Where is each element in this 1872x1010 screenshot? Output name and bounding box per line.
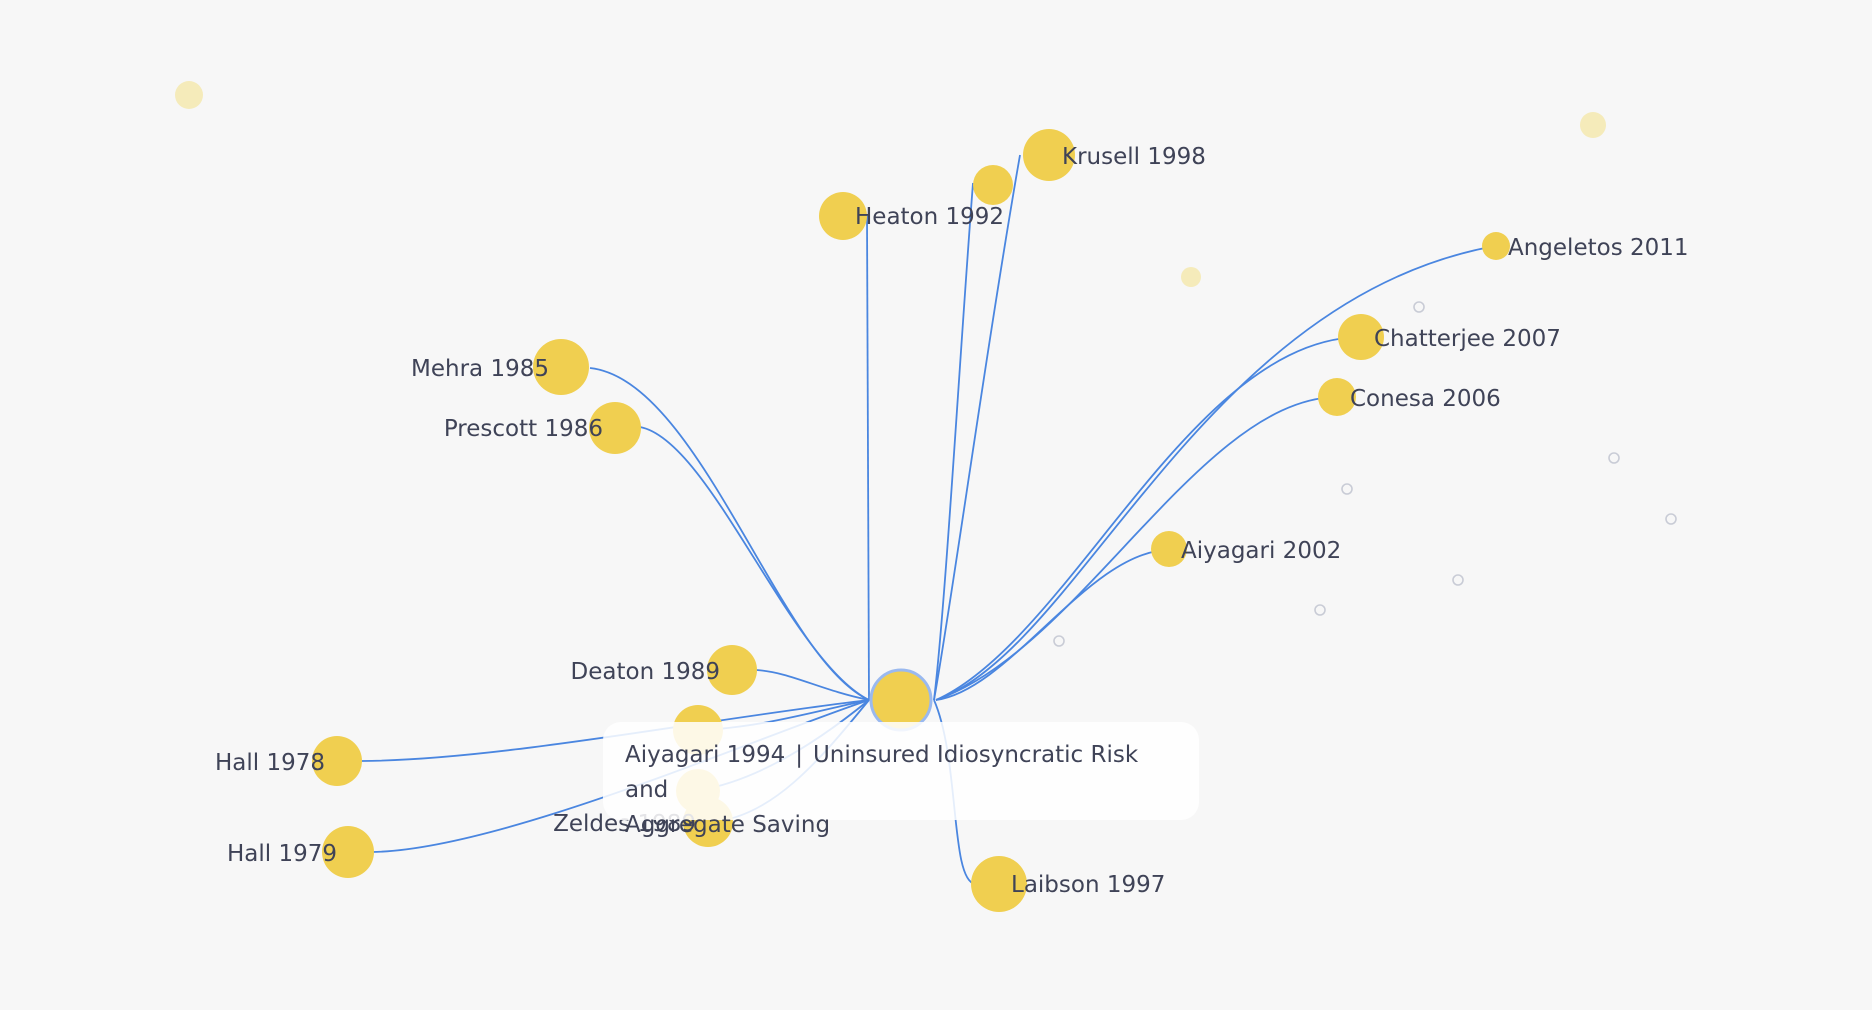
- edge-node-unlabeled-top: [933, 182, 974, 701]
- label-conesa-2006: Conesa 2006: [1350, 386, 1501, 412]
- faded-node[interactable]: [1580, 112, 1606, 138]
- label-chatterjee-2007: Chatterjee 2007: [1374, 326, 1561, 352]
- node-labels: Heaton 1992 Krusell 1998 Angeletos 2011 …: [215, 144, 1689, 898]
- node-prescott-1986[interactable]: [589, 402, 641, 454]
- label-deaton-1989: Deaton 1989: [571, 659, 720, 685]
- marker-icon[interactable]: [1314, 604, 1326, 616]
- faded-node[interactable]: [1181, 267, 1201, 287]
- label-krusell-1998: Krusell 1998: [1062, 144, 1206, 170]
- label-aiyagari-2002: Aiyagari 2002: [1181, 538, 1341, 564]
- tooltip-line-1: Aiyagari 1994 |Uninsured Idiosyncratic Ri…: [625, 738, 1177, 808]
- marker-icon[interactable]: [1341, 483, 1353, 495]
- edge-prescott-1986: [639, 426, 870, 701]
- edge-angeletos-2011: [935, 245, 1496, 701]
- edge-chatterjee-2007: [935, 336, 1361, 701]
- node-tooltip: Aiyagari 1994 |Uninsured Idiosyncratic Ri…: [603, 722, 1199, 838]
- node-conesa-2006[interactable]: [1318, 378, 1356, 416]
- node-chatterjee-2007[interactable]: [1338, 314, 1384, 360]
- tooltip-line-2: Aggregate Saving: [625, 812, 831, 838]
- label-prescott-1986: Prescott 1986: [444, 416, 603, 442]
- label-mehra-1985: Mehra 1985: [411, 356, 549, 382]
- marker-icon[interactable]: [1452, 574, 1464, 586]
- label-laibson-1997: Laibson 1997: [1011, 872, 1165, 898]
- node-mehra-1985[interactable]: [533, 339, 589, 395]
- node-deaton-1989[interactable]: [707, 645, 757, 695]
- tooltip-subtitle: Uninsured Idiosyncratic Risk and: [625, 742, 1139, 803]
- marker-icons: [1053, 301, 1677, 647]
- edge-conesa-2006: [935, 396, 1337, 701]
- faded-nodes: [175, 81, 1606, 287]
- node-laibson-1997[interactable]: [971, 856, 1027, 912]
- node-hall-1979[interactable]: [322, 826, 374, 878]
- tooltip-separator: |: [795, 742, 803, 768]
- node-heaton-1992[interactable]: [819, 192, 867, 240]
- node-unlabeled-top[interactable]: [973, 165, 1013, 205]
- node-krusell-1998[interactable]: [1023, 129, 1075, 181]
- marker-icon[interactable]: [1665, 513, 1677, 525]
- marker-icon[interactable]: [1053, 635, 1065, 647]
- label-angeletos-2011: Angeletos 2011: [1508, 235, 1689, 261]
- faded-node[interactable]: [175, 81, 203, 109]
- edge-heaton-1992: [866, 215, 870, 701]
- edge-deaton-1989: [755, 669, 870, 701]
- edge-aiyagari-2002: [935, 549, 1170, 701]
- label-hall-1979: Hall 1979: [227, 841, 337, 867]
- marker-icon[interactable]: [1413, 301, 1425, 313]
- node-aiyagari-2002[interactable]: [1151, 531, 1187, 567]
- tooltip-title: Aiyagari 1994: [625, 742, 786, 768]
- marker-icon[interactable]: [1608, 452, 1620, 464]
- edge-krusell-1998: [933, 154, 1021, 701]
- node-aiyagari-1994[interactable]: [869, 668, 933, 732]
- node-hall-1978[interactable]: [312, 736, 362, 786]
- label-hall-1978: Hall 1978: [215, 750, 325, 776]
- node-angeletos-2011[interactable]: [1482, 232, 1510, 260]
- label-heaton-1992: Heaton 1992: [855, 204, 1004, 230]
